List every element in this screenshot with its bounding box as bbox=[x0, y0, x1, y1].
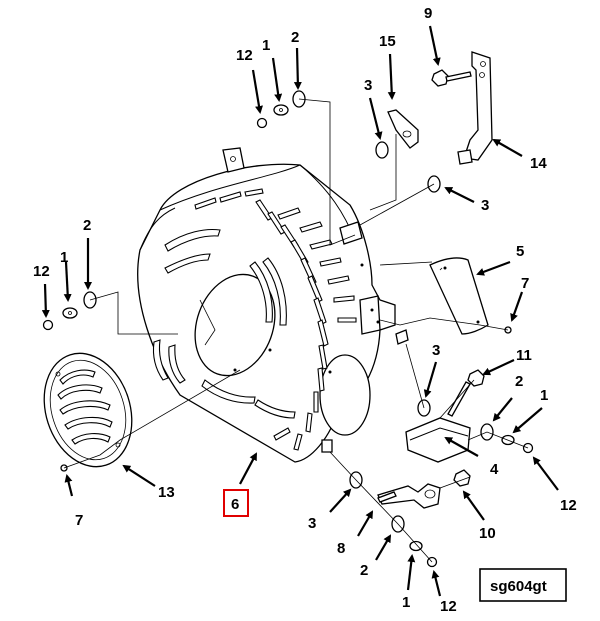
callout-15: 15 bbox=[379, 33, 396, 50]
callout-12: 12 bbox=[560, 497, 577, 514]
callout-5: 5 bbox=[516, 243, 524, 260]
callout-1: 1 bbox=[402, 594, 410, 611]
callout-2: 2 bbox=[83, 217, 91, 234]
callout-arrows bbox=[41, 25, 559, 597]
bracket-4 bbox=[405, 417, 471, 463]
link-10 bbox=[377, 483, 441, 509]
callout-7: 7 bbox=[521, 275, 529, 292]
diagram-id: sg604gt bbox=[490, 578, 547, 595]
bolts bbox=[377, 369, 485, 503]
callout-3: 3 bbox=[308, 515, 316, 532]
cover-plate bbox=[43, 352, 133, 468]
bracket-15 bbox=[387, 109, 419, 149]
callout-12: 12 bbox=[33, 263, 50, 280]
diagram-id-box: sg604gt bbox=[479, 568, 567, 602]
blower-housing bbox=[137, 147, 409, 463]
callout-2: 2 bbox=[515, 373, 523, 390]
highlighted-callout[interactable]: 6 bbox=[223, 489, 249, 517]
callout-3: 3 bbox=[364, 77, 372, 94]
callout-2: 2 bbox=[360, 562, 368, 579]
callout-7: 7 bbox=[75, 512, 83, 529]
callout-1: 1 bbox=[60, 249, 68, 266]
callout-8: 8 bbox=[337, 540, 345, 557]
bracket-5 bbox=[429, 257, 489, 335]
callout-labels: 9 12 1 2 15 3 14 3 2 12 1 5 7 3 11 2 1 4… bbox=[33, 5, 577, 615]
bolt-9 bbox=[431, 69, 472, 87]
callout-4: 4 bbox=[490, 461, 499, 478]
housing-side-slots bbox=[194, 188, 357, 451]
callout-1: 1 bbox=[262, 37, 270, 54]
leader-lines bbox=[63, 98, 529, 563]
callout-12: 12 bbox=[236, 47, 253, 64]
callout-11: 11 bbox=[516, 347, 532, 364]
callout-1: 1 bbox=[540, 387, 548, 404]
callout-14: 14 bbox=[530, 155, 547, 172]
callout-9: 9 bbox=[424, 5, 432, 22]
callout-3: 3 bbox=[432, 342, 440, 359]
callout-6: 6 bbox=[231, 496, 239, 513]
callout-2: 2 bbox=[291, 29, 299, 46]
mounting-bracket bbox=[457, 51, 493, 165]
callout-12: 12 bbox=[440, 598, 457, 615]
callout-13: 13 bbox=[158, 484, 175, 501]
callout-3: 3 bbox=[481, 197, 489, 214]
callout-10: 10 bbox=[479, 525, 496, 542]
